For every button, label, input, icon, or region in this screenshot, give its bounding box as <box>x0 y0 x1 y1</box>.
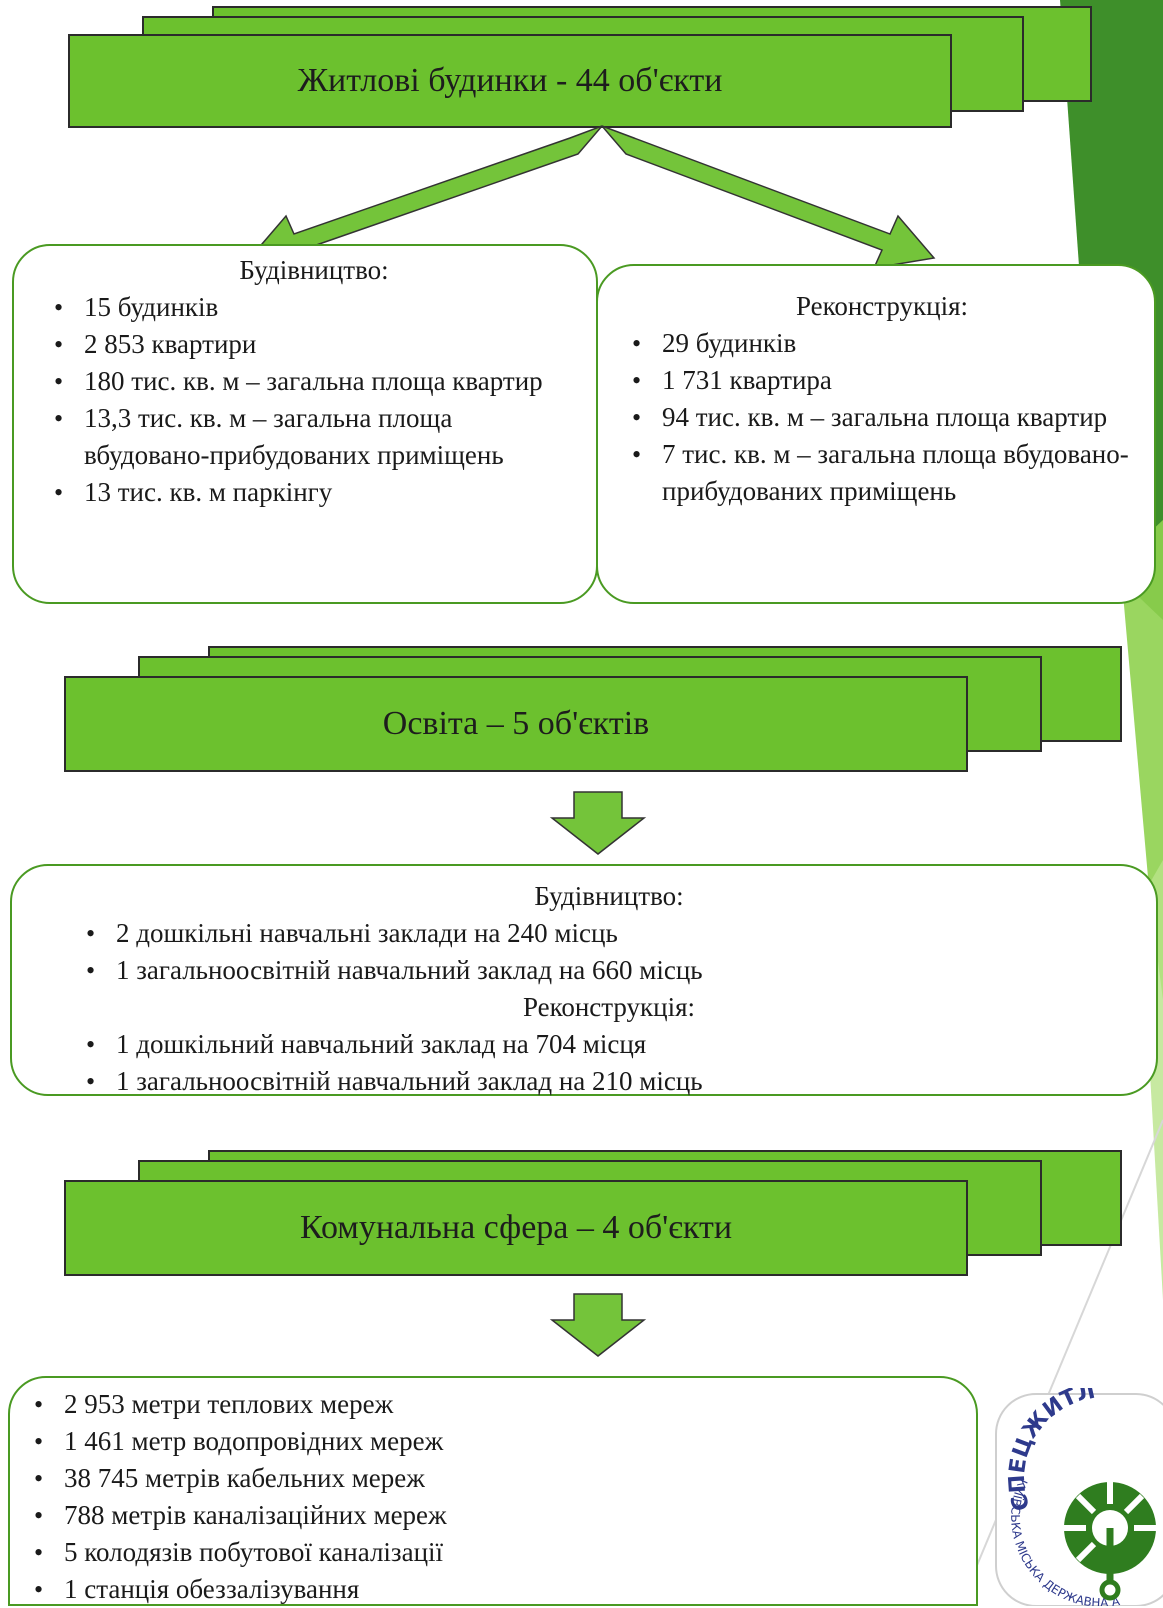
banner-front-layer: Житлові будинки - 44 об'єкти <box>68 34 952 128</box>
education-banner: Освіта – 5 об'єктів <box>60 642 1122 774</box>
education-box: Будівництво: 2 дошкільні навчальні закла… <box>10 864 1158 1100</box>
housing-reconstruction-list: 29 будинків 1 731 квартира 94 тис. кв. м… <box>628 325 1136 510</box>
banner-front-layer: Освіта – 5 об'єктів <box>64 676 968 772</box>
down-arrow <box>549 1293 647 1357</box>
list-item: 1 дошкільний навчальний заклад на 704 мі… <box>82 1026 1136 1063</box>
housing-banner-title: Житлові будинки - 44 об'єкти <box>297 62 723 99</box>
list-item: 1 731 квартира <box>628 362 1136 399</box>
housing-construction-heading: Будівництво: <box>239 255 389 285</box>
list-item: 13 тис. кв. м паркінгу <box>50 474 578 511</box>
list-item: 788 метрів каналізаційних мереж <box>30 1497 956 1534</box>
list-item: 38 745 метрів кабельних мереж <box>30 1460 956 1497</box>
education-reconstruction-heading: Реконструкція: <box>522 992 696 1022</box>
list-item: 94 тис. кв. м – загальна площа квартир <box>628 399 1136 436</box>
list-item: 2 953 метри теплових мереж <box>30 1386 956 1423</box>
housing-construction-box: Будівництво: 15 будинків 2 853 квартири … <box>12 244 598 604</box>
list-item: 1 загальноосвітній навчальний заклад на … <box>82 1063 1136 1100</box>
list-item: 1 станція обеззалізування <box>30 1571 956 1608</box>
list-item: 2 дошкільні навчальні заклади на 240 міс… <box>82 915 1136 952</box>
list-item: 2 853 квартири <box>50 326 578 363</box>
housing-reconstruction-heading: Реконструкція: <box>795 291 969 321</box>
spetszhytlo-logo: СПЕЦЖИТЛ КИЇВСЬКА МІСЬКА ДЕРЖАВНА А <box>995 1388 1163 1606</box>
banner-front-layer: Комунальна сфера – 4 об'єкти <box>64 1180 968 1276</box>
education-construction-heading: Будівництво: <box>534 881 684 911</box>
list-item: 29 будинків <box>628 325 1136 362</box>
list-item: 5 колодязів побутової каналізації <box>30 1534 956 1571</box>
list-item: 180 тис. кв. м – загальна площа квартир <box>50 363 578 400</box>
logo-emblem-icon <box>1064 1482 1156 1601</box>
education-banner-title: Освіта – 5 об'єктів <box>382 705 650 742</box>
down-arrow <box>549 791 647 855</box>
housing-construction-list: 15 будинків 2 853 квартири 180 тис. кв. … <box>50 289 578 511</box>
utilities-banner-title: Комунальна сфера – 4 об'єкти <box>299 1209 733 1246</box>
list-item: 7 тис. кв. м – загальна площа вбудовано-… <box>628 436 1136 510</box>
education-reconstruction-list: 1 дошкільний навчальний заклад на 704 мі… <box>82 1026 1136 1100</box>
list-item: 1 загальноосвітній навчальний заклад на … <box>82 952 1136 989</box>
list-item: 1 461 метр водопровідних мереж <box>30 1423 956 1460</box>
education-construction-list: 2 дошкільні навчальні заклади на 240 міс… <box>82 915 1136 989</box>
utilities-box: 2 953 метри теплових мереж 1 461 метр во… <box>8 1376 978 1608</box>
housing-banner: Житлові будинки - 44 об'єкти <box>62 2 1122 130</box>
housing-reconstruction-box: Реконструкція: 29 будинків 1 731 квартир… <box>596 264 1156 604</box>
utilities-list: 2 953 метри теплових мереж 1 461 метр во… <box>30 1386 956 1608</box>
split-arrows <box>250 125 936 269</box>
utilities-banner: Комунальна сфера – 4 об'єкти <box>60 1146 1122 1278</box>
list-item: 13,3 тис. кв. м – загальна площа вбудова… <box>50 400 578 474</box>
list-item: 15 будинків <box>50 289 578 326</box>
